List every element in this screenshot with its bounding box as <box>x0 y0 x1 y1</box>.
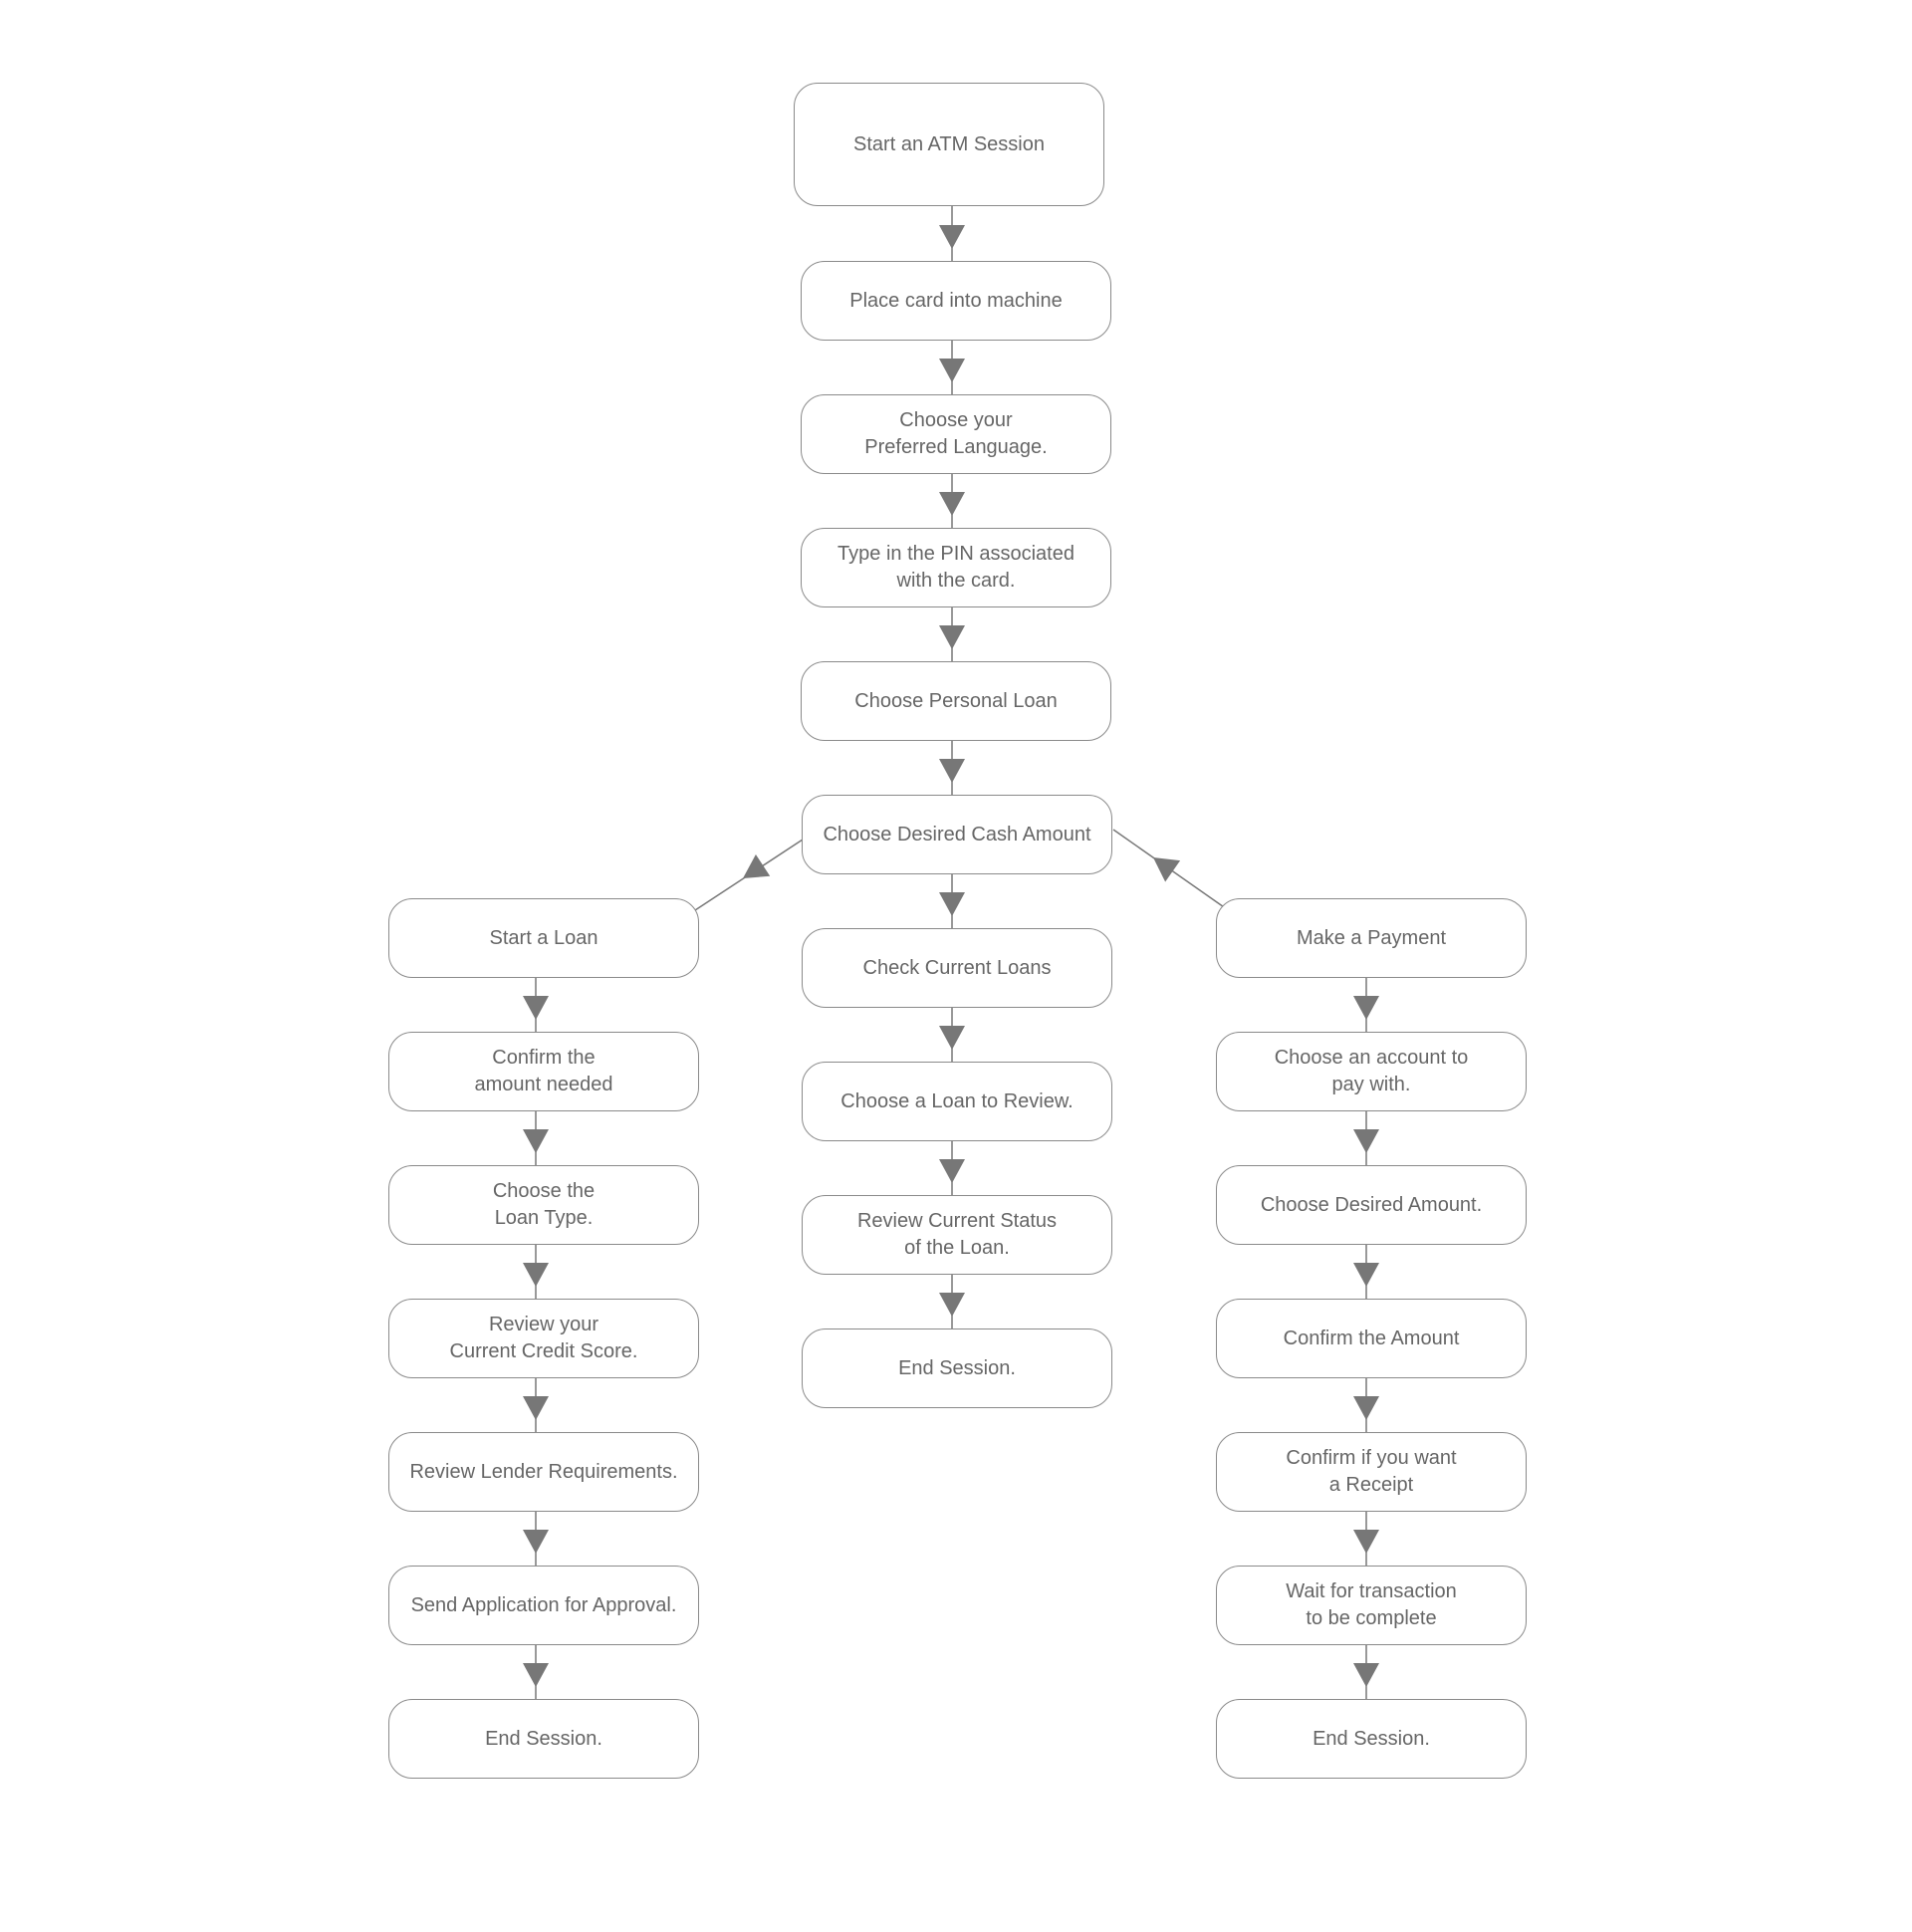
connector-status-to-end-arrow <box>939 1293 965 1317</box>
node-start-loan: Start a Loan <box>388 898 699 978</box>
node-end-session-middle: End Session. <box>802 1328 1112 1408</box>
node-confirm-receipt: Confirm if you want a Receipt <box>1216 1432 1527 1512</box>
node-send-application: Send Application for Approval. <box>388 1566 699 1645</box>
node-end-session-right: End Session. <box>1216 1699 1527 1779</box>
connector-pin-to-personal-loan-arrow <box>939 625 965 649</box>
node-make-payment: Make a Payment <box>1216 898 1527 978</box>
connector-cash-to-start-loan-arrow <box>743 853 771 878</box>
connector-right-2-arrow <box>1353 1129 1379 1153</box>
connector-cash-to-check-loans-arrow <box>939 892 965 916</box>
connector-left-5-arrow <box>523 1530 549 1554</box>
node-end-session-left: End Session. <box>388 1699 699 1779</box>
connector-cash-to-make-payment-arrow <box>1153 857 1181 882</box>
node-choose-desired-amount: Choose Desired Amount. <box>1216 1165 1527 1245</box>
node-choose-personal-loan: Choose Personal Loan <box>801 661 1111 741</box>
connector-check-to-choose-loan-arrow <box>939 1026 965 1050</box>
node-confirm-amount-needed: Confirm the amount needed <box>388 1032 699 1111</box>
node-preferred-language: Choose your Preferred Language. <box>801 394 1111 474</box>
connector-start-to-card-arrow <box>939 225 965 249</box>
node-review-lender-requirements: Review Lender Requirements. <box>388 1432 699 1512</box>
connector-language-to-pin-arrow <box>939 492 965 516</box>
connector-left-2-arrow <box>523 1129 549 1153</box>
connector-left-1-arrow <box>523 996 549 1020</box>
node-review-loan-status: Review Current Status of the Loan. <box>802 1195 1112 1275</box>
node-choose-loan-type: Choose the Loan Type. <box>388 1165 699 1245</box>
connector-right-1-arrow <box>1353 996 1379 1020</box>
connector-left-6-arrow <box>523 1663 549 1687</box>
node-wait-for-transaction: Wait for transaction to be complete <box>1216 1566 1527 1645</box>
connector-personal-loan-to-cash-arrow <box>939 759 965 783</box>
node-check-current-loans: Check Current Loans <box>802 928 1112 1008</box>
connector-choose-loan-to-status-arrow <box>939 1159 965 1183</box>
connector-right-4-arrow <box>1353 1396 1379 1420</box>
connector-right-5-arrow <box>1353 1530 1379 1554</box>
connector-left-4-arrow <box>523 1396 549 1420</box>
connector-right-3-arrow <box>1353 1263 1379 1287</box>
node-type-pin: Type in the PIN associated with the card… <box>801 528 1111 607</box>
connector-right-6-arrow <box>1353 1663 1379 1687</box>
node-choose-account: Choose an account to pay with. <box>1216 1032 1527 1111</box>
node-choose-cash-amount: Choose Desired Cash Amount <box>802 795 1112 874</box>
node-choose-loan-to-review: Choose a Loan to Review. <box>802 1062 1112 1141</box>
connector-left-3-arrow <box>523 1263 549 1287</box>
connector-card-to-language-arrow <box>939 359 965 382</box>
node-confirm-the-amount: Confirm the Amount <box>1216 1299 1527 1378</box>
node-place-card: Place card into machine <box>801 261 1111 341</box>
node-start-atm-session: Start an ATM Session <box>794 83 1104 206</box>
node-review-credit-score: Review your Current Credit Score. <box>388 1299 699 1378</box>
